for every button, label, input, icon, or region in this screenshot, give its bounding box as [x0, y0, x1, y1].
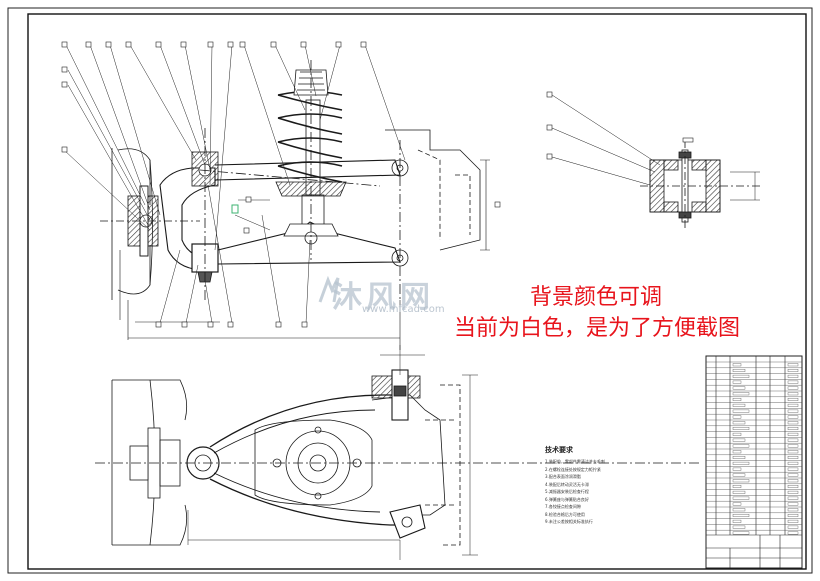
parts-list-cell-mark [732, 380, 742, 384]
parts-list-cell-mark [732, 369, 746, 372]
parts-list-cell-mark [787, 531, 799, 535]
parts-list-cell-mark [732, 450, 742, 454]
parts-list-cell-mark [732, 485, 742, 488]
parts-list-cell-mark [787, 456, 799, 459]
parts-list-cell-mark [787, 438, 799, 442]
parts-list-cell-mark [732, 409, 750, 413]
parts-list-cell-mark [787, 467, 799, 471]
parts-list-cell-mark [787, 427, 799, 430]
part-callouts-top [63, 44, 406, 324]
parts-list-cell-mark [787, 409, 799, 413]
parts-list-cell-mark [787, 485, 799, 488]
tech-requirement-line: 7.各铰接点检查间隙 [545, 504, 581, 509]
tech-requirements-title: 技术要求 [545, 446, 573, 454]
parts-list-cell-mark [787, 369, 799, 372]
parts-list-cell-mark [787, 514, 799, 517]
parts-list-cell-mark [732, 496, 750, 500]
tech-requirement-line: 2.在螺栓连接处按规定力矩拧紧 [545, 466, 601, 472]
bushing-detail-view [551, 94, 760, 230]
tech-requirement-line: 3.配合表面涂润滑脂 [545, 474, 581, 479]
parts-list-cell-mark [732, 444, 750, 448]
parts-list-cell-mark [787, 508, 799, 512]
parts-list-cell-mark [787, 490, 799, 494]
parts-list-cell-mark [787, 450, 799, 454]
parts-list-cell-mark [732, 403, 746, 407]
parts-list-cell-mark [732, 514, 750, 517]
parts-list-cell-mark [787, 473, 799, 477]
parts-list-cell-mark [732, 519, 742, 523]
parts-list-cell-mark [787, 461, 799, 465]
parts-list-table [705, 355, 803, 569]
parts-list-cell-mark [732, 461, 750, 465]
watermark-brand: 沐风网 [332, 280, 434, 315]
parts-list-cell-mark [787, 398, 799, 401]
parts-list-cell-mark [732, 525, 746, 529]
parts-list-cell-mark [732, 386, 746, 390]
parts-list-cell-mark [787, 380, 799, 384]
tech-requirement-line: 8.检验合格后方可使用 [545, 511, 585, 517]
parts-list-cell-mark [732, 392, 750, 396]
parts-list-cell-mark [732, 479, 750, 483]
parts-list-cell-mark [787, 363, 799, 367]
parts-list-cell-mark [787, 525, 799, 529]
parts-list-cell-mark [732, 508, 746, 512]
parts-list-cell-mark [787, 415, 799, 419]
parts-list-cell-mark [732, 374, 750, 378]
parts-list-cell-mark [732, 438, 746, 442]
part-balloons-top [61, 41, 501, 328]
selection-marker [231, 204, 239, 214]
parts-list-cell-mark [732, 432, 742, 436]
parts-list-cell-mark [732, 427, 750, 430]
drawing-inner-frame [27, 13, 807, 570]
annotation-line-1: 背景颜色可调 [530, 285, 663, 310]
parts-list-cell-mark [787, 519, 799, 523]
tech-requirement-line: 4.装配后转动灵活无卡滞 [545, 481, 589, 487]
parts-list-cell-mark [732, 363, 742, 367]
parts-list-cell-mark [787, 496, 799, 500]
plan-view [95, 345, 700, 560]
parts-list-cell-mark [732, 490, 746, 494]
watermark-logo-icon [318, 276, 340, 303]
parts-list-cell-mark [787, 392, 799, 396]
parts-list-cell-mark [787, 421, 799, 425]
parts-list-cell-mark [787, 386, 799, 390]
tech-requirement-line: 6.弹簧座与弹簧贴合良好 [545, 496, 589, 502]
front-elevation-view [100, 60, 490, 350]
parts-list-cell-mark [732, 531, 750, 535]
parts-list-rows [706, 361, 802, 535]
parts-list-cell-mark [732, 467, 742, 471]
parts-list-cell-mark [787, 432, 799, 436]
tech-requirement-line: 9.未注公差按相关标准执行 [545, 519, 593, 524]
parts-list-cell-mark [787, 444, 799, 448]
parts-list-cell-mark [787, 403, 799, 407]
parts-list-cell-mark [787, 374, 799, 378]
parts-list-cell-mark [732, 421, 746, 425]
parts-list-cell-mark [732, 415, 742, 419]
watermark-url: www.mfcad.com [362, 304, 445, 315]
parts-list-cell-mark [787, 479, 799, 483]
parts-list-cell-mark [732, 473, 746, 477]
parts-list-cell-mark [732, 502, 742, 506]
parts-list-cell-mark [787, 502, 799, 506]
tech-requirement-line: 5.减振器安装后检查行程 [545, 489, 589, 494]
parts-list-cell-mark [732, 398, 742, 401]
parts-list-cell-mark [732, 456, 746, 459]
tech-requirement-line: 1.装配前，零部件需清洁并去毛刺 [545, 459, 605, 464]
drawing-outer-frame [7, 7, 813, 574]
part-balloons-detail [546, 91, 694, 160]
annotation-line-2: 当前为白色，是为了方便截图 [454, 316, 741, 341]
